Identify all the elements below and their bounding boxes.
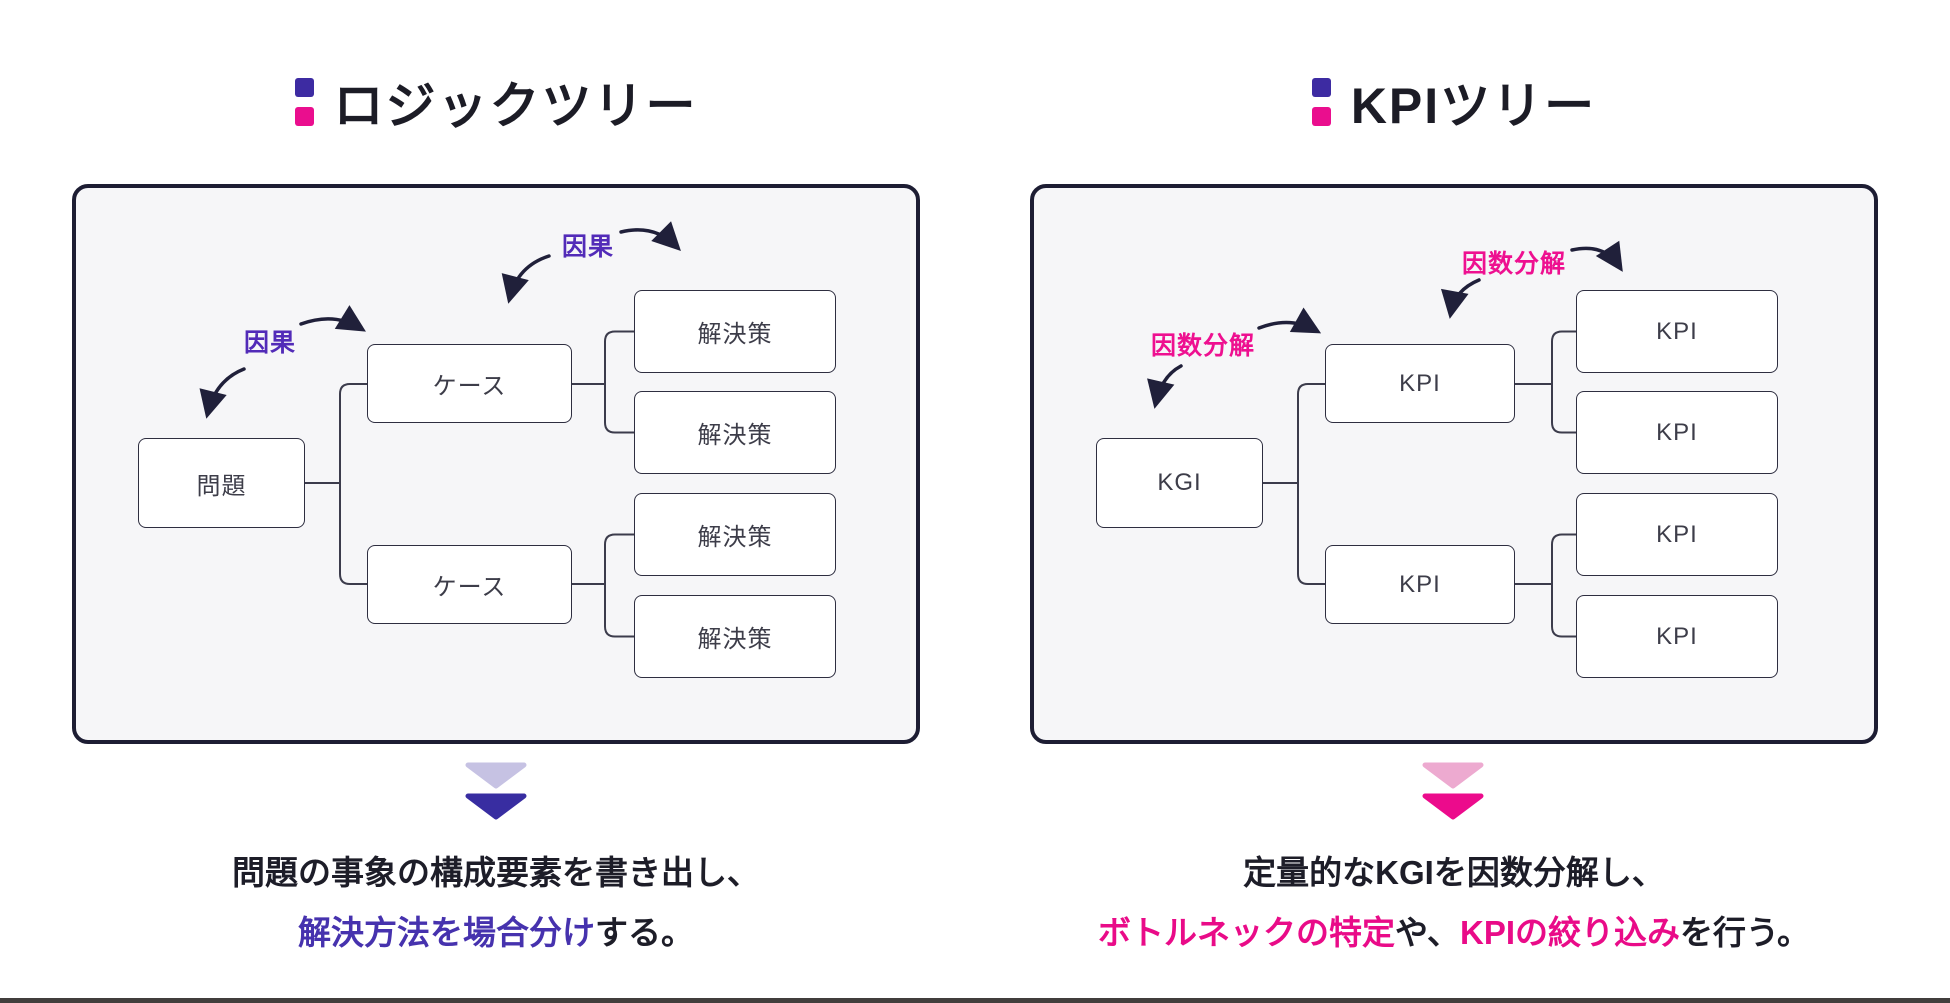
node-label: 解決策 [697,321,773,348]
description-line: 問題の事象の構成要素を書き出し、 [72,843,920,903]
kpi-tree-title-row: KPIツリー [1030,68,1878,136]
node-label: KPI [1656,622,1698,650]
node-label: KPI [1656,317,1698,345]
relation-label: 因数分解 [1461,250,1567,278]
tree-node-box: 解決策 [634,391,836,474]
relation-label: 因数分解 [1150,332,1256,360]
node-label: 解決策 [697,422,773,449]
node-label: 解決策 [697,626,773,653]
purple-square-icon [1311,78,1331,97]
description-text: する。 [595,914,694,952]
description-highlight: ボトルネックの特定 [1097,914,1395,952]
page-title: KPIツリー [1350,78,1597,134]
description-line: ボトルネックの特定や、KPIの絞り込みを行う。 [1030,903,1878,963]
curved-arrow-right-icon [299,305,366,332]
bottom-bar [0,998,1950,1003]
description-line: 解決方法を場合分けする。 [72,903,920,963]
chevron-down-icon [465,762,527,820]
node-label: ケース [432,373,507,400]
curved-arrow-right-icon [1570,240,1623,272]
node-label: ケース [432,574,507,601]
title-bullet-icon [1311,78,1331,126]
kpi-tree-panel: 因数分解 因数分解 KGI KPI KPI KPI KPI KPI KPI [1030,184,1878,744]
curved-arrow-down-icon [501,254,551,304]
tree-node-box: KPI [1576,493,1778,576]
curved-arrow-right-icon [619,221,681,251]
page-title: ロジックツリー [333,78,698,134]
node-label: KPI [1656,520,1698,548]
curved-arrow-down-icon [1440,278,1481,319]
pink-square-icon [1311,107,1331,126]
node-label: KPI [1399,570,1441,598]
tree-node-box: 解決策 [634,595,836,678]
tree-node-box: ケース [367,344,572,423]
node-label: KPI [1399,369,1441,397]
description-highlight: KPIの絞り込み [1459,914,1680,952]
curved-arrow-right-icon [1257,307,1322,334]
node-label: KPI [1656,418,1698,446]
description-line: 定量的なKGIを因数分解し、 [1030,843,1878,903]
description-highlight: 解決方法を場合分け [298,914,595,952]
curved-arrow-down-icon [1147,364,1183,409]
node-label: KGI [1157,469,1202,496]
tree-node-box: 解決策 [634,493,836,576]
tree-node-box: KPI [1576,290,1778,373]
tree-node-box: ケース [367,545,572,624]
chevron-down-icon [1422,762,1484,820]
node-label: 解決策 [697,524,773,551]
description-text: や、 [1394,914,1460,952]
description-text: 定量的なKGIを因数分解し、 [1243,854,1665,891]
title-bullet-icon [294,78,314,126]
tree-node-box: KPI [1576,391,1778,474]
description-text: を行う。 [1680,914,1811,952]
logic-tree-description: 問題の事象の構成要素を書き出し、 解決方法を場合分けする。 [72,843,920,963]
logic-tree-title-row: ロジックツリー [72,68,920,136]
tree-node-box: KPI [1325,344,1515,423]
pink-square-icon [294,107,314,126]
description-text: 問題の事象の構成要素を書き出し、 [232,854,760,891]
tree-connectors-and-arrows [1147,240,1623,638]
kpi-tree-description: 定量的なKGIを因数分解し、 ボトルネックの特定や、KPIの絞り込みを行う。 [1030,843,1878,963]
tree-node-box: 解決策 [634,290,836,373]
tree-connectors-and-arrows [199,221,681,638]
purple-square-icon [294,78,314,97]
relation-label: 因果 [243,329,297,357]
tree-node-box: KPI [1576,595,1778,678]
node-label: 問題 [196,472,247,500]
relation-label: 因果 [561,233,615,261]
curved-arrow-down-icon [199,367,246,419]
tree-node-box: KGI [1096,438,1263,528]
logic-tree-panel: 因果 因果 問題 ケース ケース 解決策 解決策 解決策 解決策 [72,184,920,744]
tree-node-box: KPI [1325,545,1515,624]
tree-node-box: 問題 [138,438,305,528]
